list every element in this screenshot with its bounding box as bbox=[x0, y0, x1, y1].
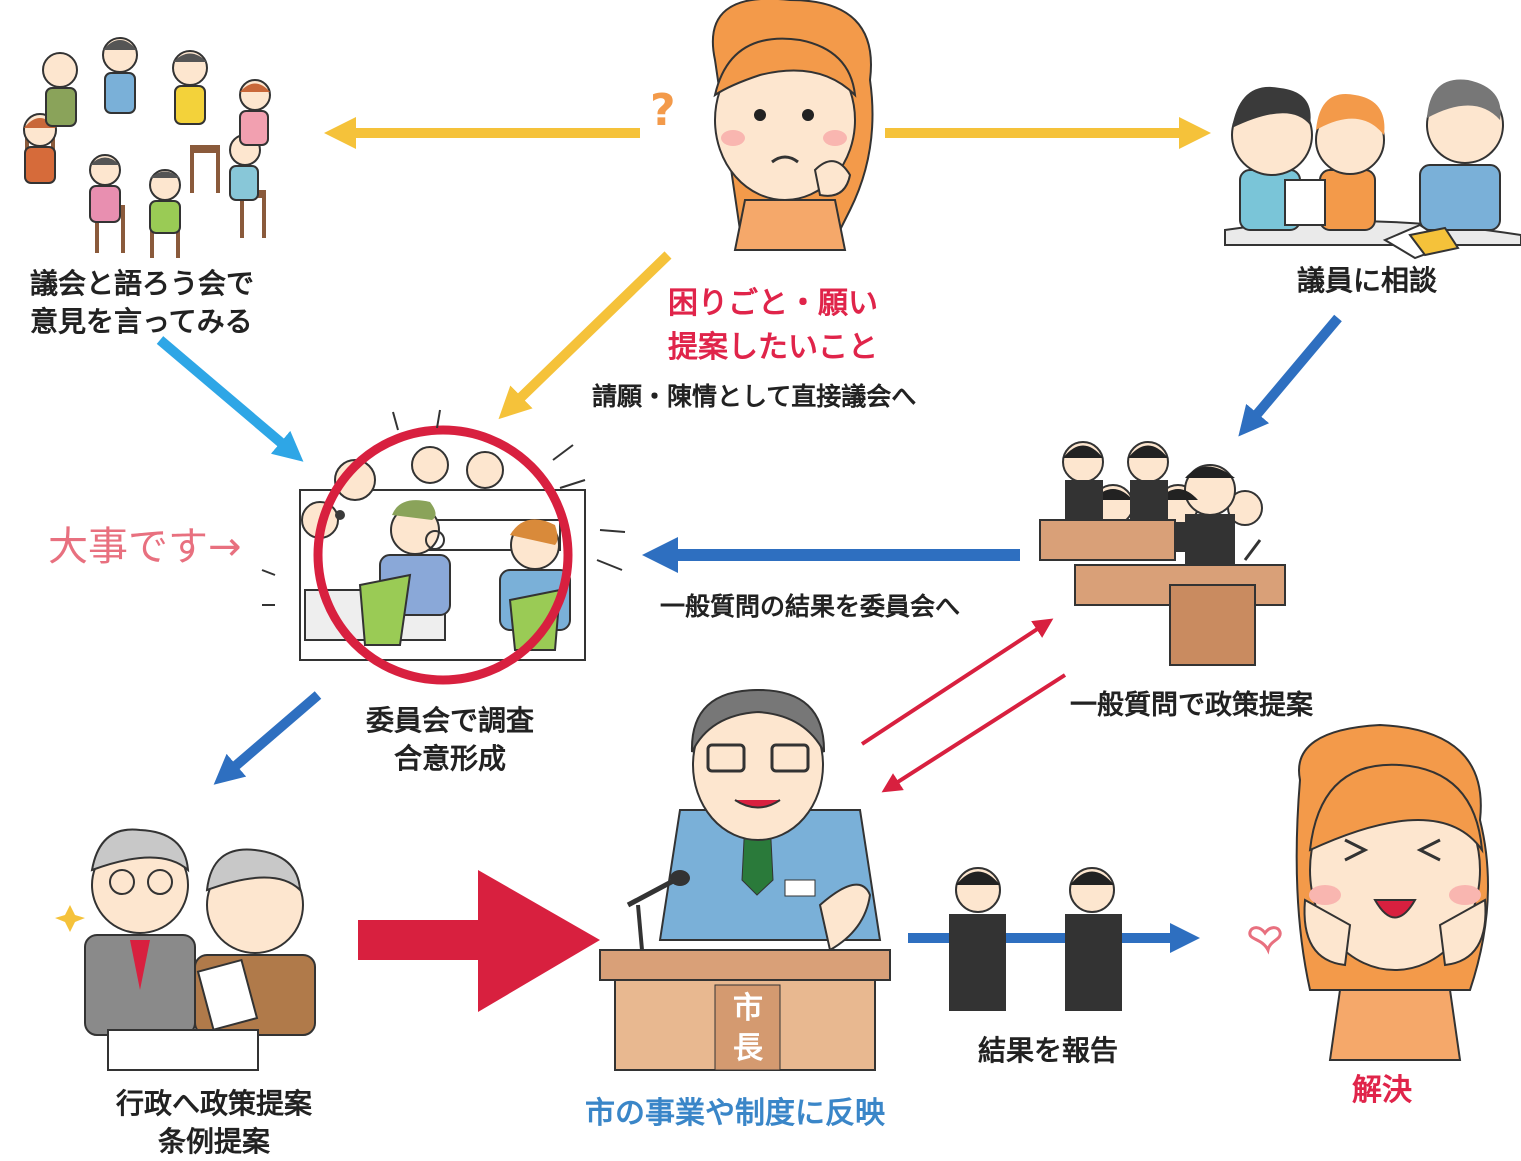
label-talk-meeting-line-2: 意見を言ってみる bbox=[30, 305, 253, 338]
podium-char-1: 市 bbox=[733, 991, 763, 1026]
arrow-mayor-to-question bbox=[860, 618, 1054, 746]
label-report: 結果を報告 bbox=[978, 1034, 1119, 1067]
committee-illustration bbox=[261, 409, 626, 685]
arrow-committee-to-admin bbox=[213, 691, 322, 785]
label-general-question: 一般質問で政策提案 bbox=[1070, 690, 1313, 721]
arrow-admin-to-mayor-big bbox=[358, 870, 600, 1012]
label-committee-line-2: 合意形成 bbox=[393, 742, 506, 775]
label-admin-line-1: 行政へ政策提案 bbox=[115, 1087, 312, 1120]
label-consult: 議員に相談 bbox=[1297, 262, 1437, 300]
mayor-illustration bbox=[599, 688, 891, 1071]
consult-councilor-illustration bbox=[1224, 79, 1521, 260]
label-worry-line-1: 困りごと・願い bbox=[668, 286, 878, 321]
solved-woman-illustration bbox=[1295, 723, 1489, 1061]
arrow-consult-to-question bbox=[1238, 314, 1342, 437]
label-committee: 委員会で調査 合意形成 bbox=[355, 702, 545, 778]
arrow-talk-to-committee bbox=[156, 336, 304, 462]
label-worry-line-2: 提案したいこと bbox=[668, 330, 878, 365]
label-talk-meeting: 議会と語ろう会で 意見を言ってみる bbox=[30, 265, 254, 341]
label-reflect: 市の事業や制度に反映 bbox=[585, 1096, 885, 1131]
arrow-worry-to-committee bbox=[498, 251, 672, 420]
label-committee-result: 一般質問の結果を委員会へ bbox=[660, 592, 961, 621]
question-mark: ? bbox=[650, 85, 676, 136]
reporting-councilors-illustration bbox=[949, 867, 1122, 1011]
arrow-question-to-mayor bbox=[881, 673, 1067, 793]
label-important: 大事です→ bbox=[48, 524, 242, 570]
label-admin-line-2: 条例提案 bbox=[157, 1125, 270, 1158]
label-consult-line-1: 議員に相談 bbox=[1297, 264, 1438, 297]
worried-woman-illustration bbox=[711, 0, 874, 251]
label-petition: 請願・陳情として直接議会へ bbox=[592, 382, 917, 411]
citizens-meeting-illustration bbox=[23, 37, 271, 258]
general-question-assembly-illustration bbox=[1039, 441, 1286, 666]
label-worry: 困りごと・願い 提案したいこと bbox=[668, 282, 878, 370]
podium-char-2: 長 bbox=[733, 1031, 764, 1066]
heart-icon bbox=[1248, 926, 1282, 955]
label-solved: 解決 bbox=[1352, 1073, 1412, 1108]
label-admin: 行政へ政策提案 条例提案 bbox=[108, 1085, 320, 1161]
administration-officials-illustration bbox=[55, 828, 316, 1071]
label-talk-meeting-line-1: 議会と語ろう会で bbox=[30, 267, 255, 300]
label-committee-line-1: 委員会で調査 bbox=[365, 704, 534, 737]
